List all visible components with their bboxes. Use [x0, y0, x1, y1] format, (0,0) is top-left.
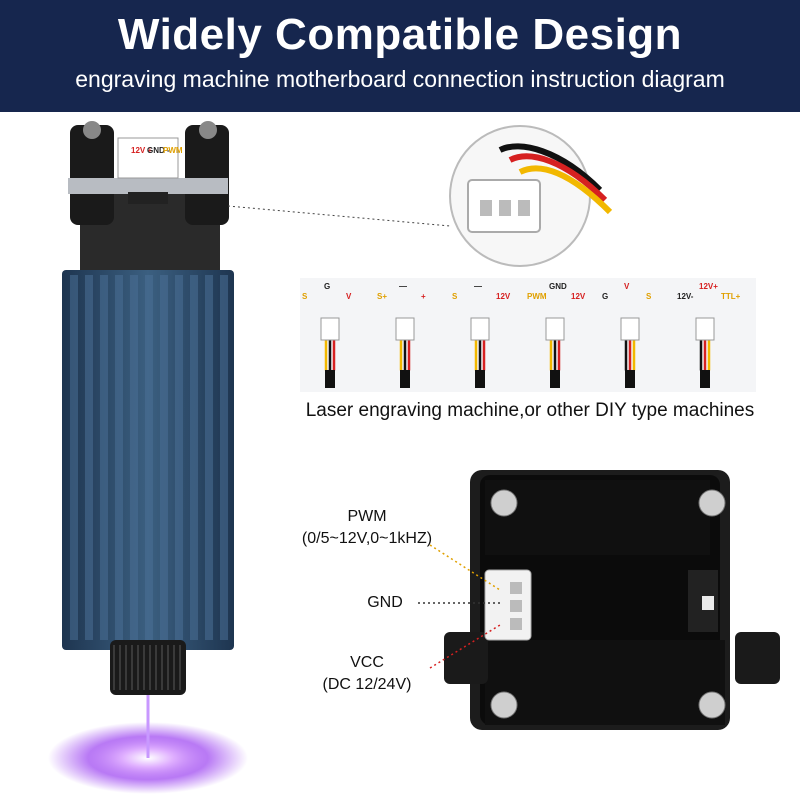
connector-pin-label: G — [602, 292, 609, 301]
cable-jacket — [400, 370, 410, 388]
cable-jacket — [325, 370, 335, 388]
heatsink-fin — [175, 275, 183, 640]
connector-pin-label: 12V- — [677, 292, 694, 301]
heatsink-fin — [160, 275, 168, 640]
gnd-pin-label: GND — [367, 594, 403, 611]
cable-jacket — [550, 370, 560, 388]
mini-connector — [395, 317, 415, 341]
connector-pin-label: V — [346, 292, 352, 301]
cable-jacket — [625, 370, 635, 388]
connector-pin-label: S — [452, 292, 458, 301]
vcc-pin-name: VCC — [350, 654, 384, 671]
mini-connector — [620, 317, 640, 341]
vcc-pin-label: VCC (DC 12/24V) — [292, 654, 442, 694]
connector-plate — [68, 178, 228, 194]
cable-jacket — [475, 370, 485, 388]
heatsink-fin — [145, 275, 153, 640]
pwm-pin-name: PWM — [347, 508, 387, 525]
connector-pin-label: PWM — [527, 292, 547, 301]
module-label-12v: 12V + — [131, 146, 153, 155]
cable-gland-right — [735, 632, 780, 684]
heatsink-fin — [130, 275, 138, 640]
screw — [698, 489, 726, 517]
screw — [698, 691, 726, 719]
heatsink-fin — [85, 275, 93, 640]
cable-gland-left — [444, 632, 488, 684]
heatsink-fin — [190, 275, 198, 640]
connector-compatibility-row — [300, 278, 756, 392]
connector-pin-label: S — [302, 292, 308, 301]
connector-pin-label: GND — [549, 282, 567, 291]
page-subtitle: engraving machine motherboard connection… — [75, 66, 725, 92]
connector-pin-label: V — [624, 282, 630, 291]
mini-connector — [545, 317, 565, 341]
board-connector — [484, 569, 532, 641]
connector-pin-label: G — [324, 282, 331, 291]
module-label-gnd: GND - — [147, 146, 170, 155]
connector-pin-label: 12V — [571, 292, 586, 301]
mini-connector — [470, 317, 490, 341]
heatsink-fin — [115, 275, 123, 640]
pwm-pin-spec: (0/5~12V,0~1kHZ) — [301, 530, 433, 547]
connector-row-caption: Laser engraving machine,or other DIY typ… — [305, 400, 755, 421]
connector-pin-label: TTL+ — [721, 292, 741, 301]
screw — [490, 489, 518, 517]
heatsink-fin — [220, 275, 228, 640]
pwm-pin-label: PWM (0/5~12V,0~1kHZ) — [292, 508, 442, 548]
connector-pin-label: S — [646, 292, 652, 301]
connector-pin-label: — — [399, 282, 407, 291]
board-front-plate — [485, 480, 710, 555]
mini-connector — [320, 317, 340, 341]
mini-connector — [695, 317, 715, 341]
module-label-pwm: PWM — [163, 146, 183, 155]
connector-pin-label: S+ — [377, 292, 388, 301]
cable-jacket — [700, 370, 710, 388]
header-banner: Widely Compatible Design engraving machi… — [0, 0, 800, 112]
connector-pin-label: 12V+ — [699, 282, 718, 291]
heatsink-fin — [70, 275, 78, 640]
heatsink-fin — [100, 275, 108, 640]
screw — [490, 691, 518, 719]
connector-pin-label: + — [421, 292, 426, 301]
connector-pin-label: 12V — [496, 292, 511, 301]
heatsink-fins — [70, 275, 228, 640]
vcc-pin-spec: (DC 12/24V) — [322, 676, 412, 693]
heatsink-fin — [205, 275, 213, 640]
connector-pin-label: — — [474, 282, 482, 291]
page-title: Widely Compatible Design — [117, 10, 683, 59]
